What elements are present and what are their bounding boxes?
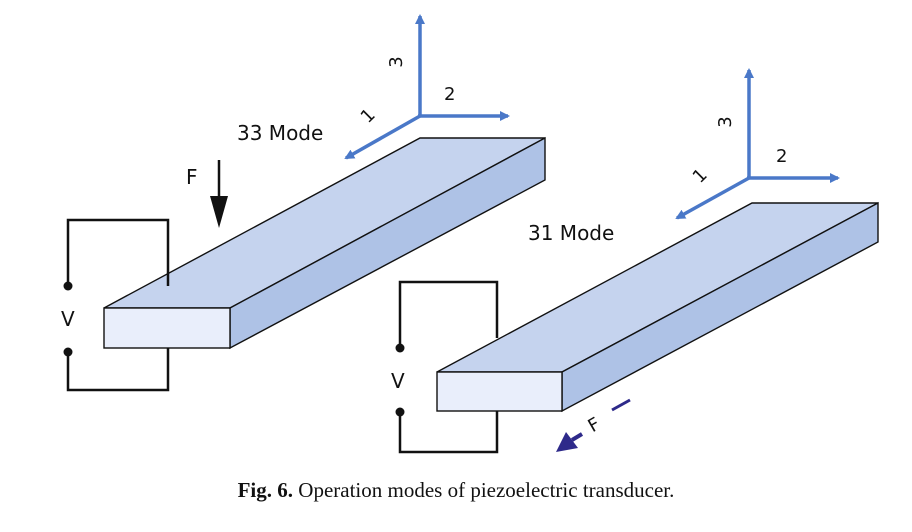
piezo-bar-31-front-face [436,371,563,412]
axes-31 [675,68,840,220]
axis-33-1 [344,114,421,160]
terminal-33-top [63,281,73,291]
force-label-33: F [186,165,198,189]
axis-31-2-label: 2 [776,146,787,167]
figure-caption-text: Operation modes of piezoelectric transdu… [298,478,675,502]
voltage-label-33: V [61,307,75,331]
terminal-31-bottom [395,407,405,417]
mode-31-diagram: V 31 Mode F 3 2 1 [391,68,879,454]
terminal-33-bottom [63,347,73,357]
figure-caption-label: Fig. 6. [237,478,294,502]
circuit-31 [398,280,499,454]
circuit-31-lower-wire [398,411,499,454]
mode-33-diagram: V F 33 Mode 3 2 1 [61,14,546,392]
circuit-33 [66,218,170,392]
circuit-33-upper-wire [66,218,170,286]
piezo-bar-33-front-face [103,307,231,349]
force-label-31: F [585,414,604,437]
axis-33-3-label: 3 [386,56,407,67]
terminal-31-top [395,343,405,353]
piezo-bar-33 [103,136,546,350]
axis-33-1-label: 1 [357,105,380,128]
mode-label-31: 31 Mode [528,221,614,245]
figure-caption: Fig. 6. Operation modes of piezoelectric… [0,478,912,503]
force-arrow-33 [210,160,228,228]
force-arrow-31 [556,398,631,452]
axes-33 [344,14,510,160]
circuit-33-lower-wire [66,348,170,392]
axis-31-1 [675,176,750,220]
circuit-31-upper-wire [398,280,499,348]
piezo-bar-31 [436,201,879,413]
mode-label-33: 33 Mode [237,121,323,145]
voltage-label-31: V [391,369,405,393]
axis-31-1-label: 1 [689,165,712,188]
axis-33-2-label: 2 [444,84,455,105]
axis-31-3-label: 3 [715,116,736,127]
